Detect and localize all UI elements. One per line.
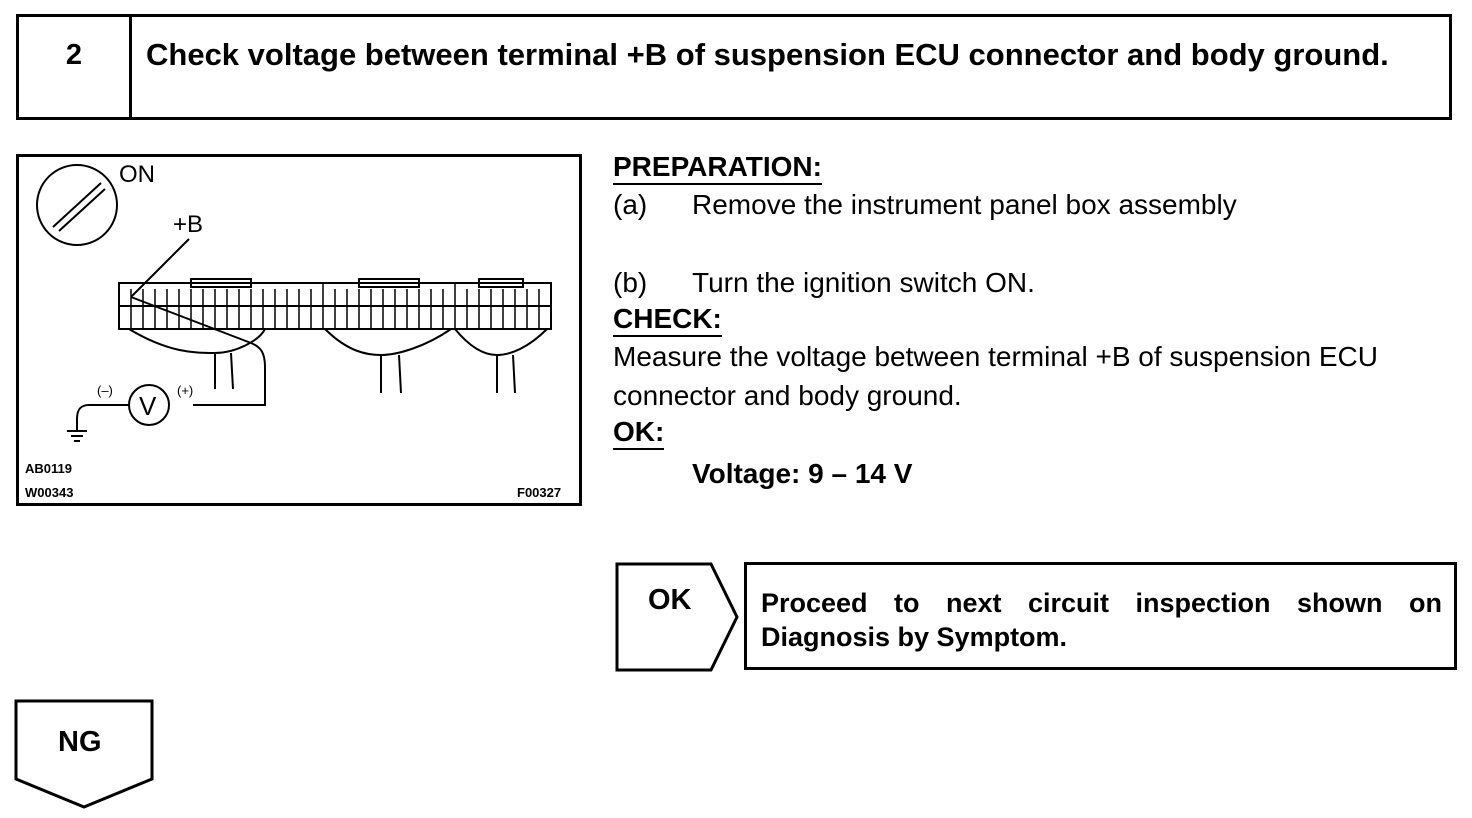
ok-heading: OK:: [613, 415, 665, 450]
ok-result-box: Proceed to next circuit inspection shown…: [744, 562, 1457, 670]
item-text: Remove the instrument panel box assembly: [692, 189, 1237, 220]
wiring-illustration: ON +B V (–) (+) AB0119 W00343 F00327: [16, 154, 582, 506]
terminal-b-label: +B: [173, 211, 204, 238]
ok-arrow-tag: [615, 562, 739, 672]
check-text-line-2: connector and body ground.: [613, 380, 962, 411]
connector-diagram: [36, 164, 552, 442]
preparation-item-a: (a) Remove the instrument panel box asse…: [613, 185, 1463, 224]
positive-lead-label: (+): [177, 383, 194, 398]
voltmeter-icon: [128, 384, 170, 426]
item-text: Turn the ignition switch ON.: [692, 267, 1035, 298]
step-title: Check voltage between terminal +B of sus…: [146, 37, 1389, 72]
voltage-spec: Voltage: 9 – 14 V: [692, 458, 913, 489]
figure-code-3: F00327: [517, 485, 562, 500]
check-text-line-1: Measure the voltage between terminal +B …: [613, 341, 1378, 372]
ignition-on-label: ON: [119, 161, 155, 188]
step-header: 2 Check voltage between terminal +B of s…: [16, 14, 1452, 120]
item-letter: (a): [613, 189, 648, 220]
ignition-switch-icon: [36, 164, 118, 246]
item-letter: (b): [613, 267, 648, 298]
voltmeter-symbol: V: [139, 391, 157, 421]
ng-result-label: NG: [58, 726, 102, 758]
figure-code-1: AB0119: [25, 461, 72, 476]
step-number: 2: [19, 17, 132, 117]
ok-result-label: OK: [648, 584, 692, 616]
preparation-heading: PREPARATION:: [613, 150, 822, 185]
check-heading: CHECK:: [613, 302, 722, 337]
figure-code-2: W00343: [25, 485, 74, 500]
ng-arrow-tag: [14, 699, 154, 809]
preparation-item-b: (b) Turn the ignition switch ON.: [613, 263, 1463, 302]
instructions: PREPARATION: (a) Remove the instrument p…: [613, 150, 1463, 490]
negative-lead-label: (–): [97, 383, 113, 398]
